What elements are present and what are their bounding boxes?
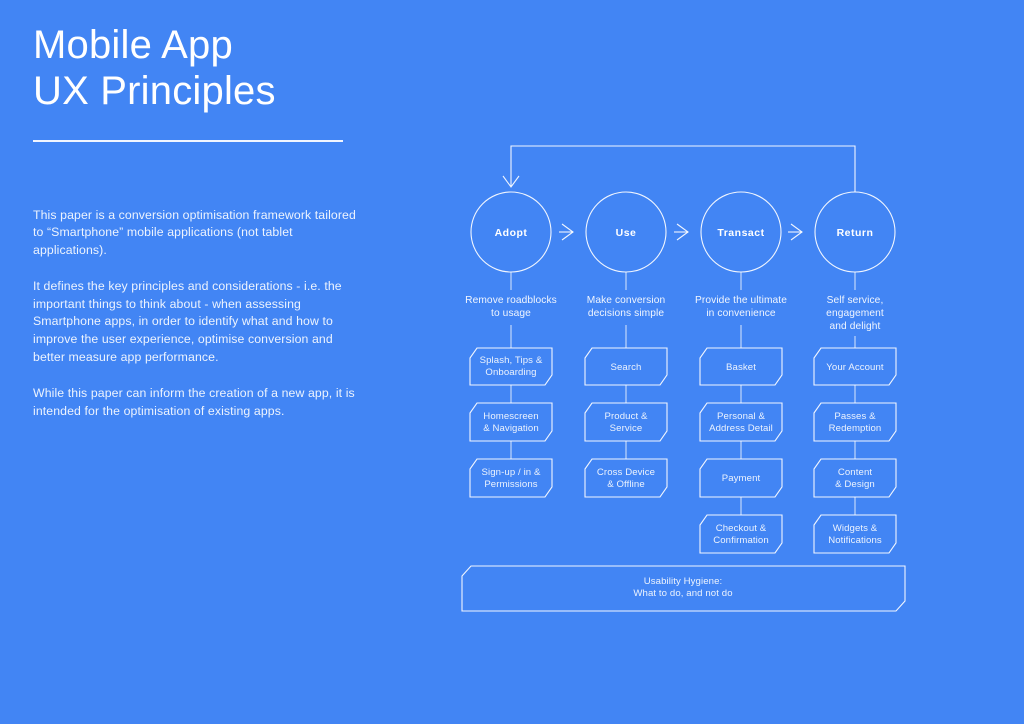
stage-circle-transact[interactable]: Transact — [700, 191, 782, 273]
svg-text:Notifications: Notifications — [828, 535, 882, 546]
stage-circle-use-label: Use — [616, 227, 637, 239]
page-title: Mobile App UX Principles — [33, 23, 276, 113]
svg-text:& Design: & Design — [835, 479, 875, 490]
svg-text:Redemption: Redemption — [829, 423, 882, 434]
stage-circle-adopt[interactable]: Adopt — [470, 191, 552, 273]
svg-text:Your Account: Your Account — [826, 362, 884, 373]
intro-paragraph-3: While this paper can inform the creation… — [33, 386, 355, 418]
stage-item-return-3[interactable]: Content & Design — [813, 458, 897, 498]
stage-item-use-2[interactable]: Product & Service — [584, 402, 668, 442]
svg-text:Make conversion: Make conversion — [587, 295, 666, 306]
intro-paragraph-1: This paper is a conversion optimisation … — [33, 207, 356, 257]
stage-item-transact-1[interactable]: Basket — [699, 347, 783, 386]
stage-item-transact-3[interactable]: Payment — [699, 458, 783, 498]
svg-text:Basket: Basket — [726, 362, 756, 373]
stage-item-use-3[interactable]: Cross Device & Offline — [584, 458, 668, 498]
stage-circle-return-label: Return — [837, 227, 874, 239]
svg-text:Remove roadblocks: Remove roadblocks — [465, 295, 557, 306]
stage-arrow-transact-to-return — [788, 223, 803, 241]
title-divider — [33, 140, 343, 142]
stage-caption-adopt: Remove roadblocks to usage — [465, 295, 557, 319]
ux-principles-flow-diagram: Adopt Use Transact — [440, 0, 1024, 724]
stage-item-return-1[interactable]: Your Account — [813, 347, 897, 386]
return-to-adopt-loop-arrow — [502, 145, 856, 192]
svg-text:Homescreen: Homescreen — [483, 411, 538, 422]
svg-text:and delight: and delight — [830, 321, 881, 332]
svg-text:Content: Content — [838, 467, 873, 478]
intro-paragraphs: This paper is a conversion optimisation … — [33, 207, 363, 421]
svg-text:Passes &: Passes & — [834, 411, 876, 422]
stage-item-transact-2[interactable]: Personal & Address Detail — [699, 402, 783, 442]
svg-text:Personal &: Personal & — [717, 411, 765, 422]
svg-text:Cross Device: Cross Device — [597, 467, 655, 478]
stage-item-use-1[interactable]: Search — [584, 347, 668, 386]
svg-text:Splash, Tips &: Splash, Tips & — [480, 355, 543, 366]
svg-text:What to do, and not do: What to do, and not do — [633, 588, 732, 599]
stage-arrow-adopt-to-use — [559, 223, 574, 241]
svg-text:to usage: to usage — [491, 308, 531, 319]
stage-item-adopt-2[interactable]: Homescreen & Navigation — [469, 402, 553, 442]
stage-circle-return[interactable]: Return — [814, 191, 896, 273]
svg-text:Checkout &: Checkout & — [716, 523, 767, 534]
stage-circle-transact-label: Transact — [717, 227, 764, 239]
svg-text:Confirmation: Confirmation — [713, 535, 769, 546]
svg-text:Usability Hygiene:: Usability Hygiene: — [644, 576, 723, 587]
svg-text:Provide the ultimate: Provide the ultimate — [695, 295, 787, 306]
stage-item-transact-4[interactable]: Checkout & Confirmation — [699, 514, 783, 554]
svg-text:Service: Service — [610, 423, 643, 434]
svg-text:Onboarding: Onboarding — [485, 367, 536, 378]
svg-text:Sign-up / in &: Sign-up / in & — [482, 467, 541, 478]
stage-item-return-4[interactable]: Widgets & Notifications — [813, 514, 897, 554]
svg-text:Search: Search — [611, 362, 642, 373]
svg-text:engagement: engagement — [826, 308, 884, 319]
svg-text:& Navigation: & Navigation — [483, 423, 539, 434]
stage-item-adopt-1[interactable]: Splash, Tips & Onboarding — [469, 347, 553, 386]
usability-hygiene-box[interactable]: Usability Hygiene: What to do, and not d… — [461, 565, 906, 612]
svg-text:& Offline: & Offline — [607, 479, 645, 490]
svg-text:Product &: Product & — [604, 411, 648, 422]
intro-paragraph-2: It defines the key principles and consid… — [33, 279, 342, 364]
stage-connector-stems — [510, 272, 856, 515]
stage-caption-transact: Provide the ultimate in convenience — [695, 295, 787, 319]
stage-circle-adopt-label: Adopt — [495, 227, 528, 239]
svg-text:in convenience: in convenience — [706, 308, 776, 319]
stage-caption-use: Make conversion decisions simple — [587, 295, 666, 319]
svg-text:Self service,: Self service, — [827, 295, 884, 306]
stage-caption-return: Self service, engagement and delight — [826, 295, 884, 332]
stage-item-return-2[interactable]: Passes & Redemption — [813, 402, 897, 442]
svg-text:Permissions: Permissions — [484, 479, 537, 490]
svg-text:Payment: Payment — [722, 473, 761, 484]
stage-arrow-use-to-transact — [674, 223, 689, 241]
stage-item-adopt-3[interactable]: Sign-up / in & Permissions — [469, 458, 553, 498]
intro-panel: Mobile App UX Principles This paper is a… — [33, 22, 363, 420]
svg-text:Address Detail: Address Detail — [709, 423, 773, 434]
svg-text:decisions simple: decisions simple — [588, 308, 665, 319]
stage-circle-use[interactable]: Use — [585, 191, 667, 273]
svg-text:Widgets &: Widgets & — [833, 523, 878, 534]
